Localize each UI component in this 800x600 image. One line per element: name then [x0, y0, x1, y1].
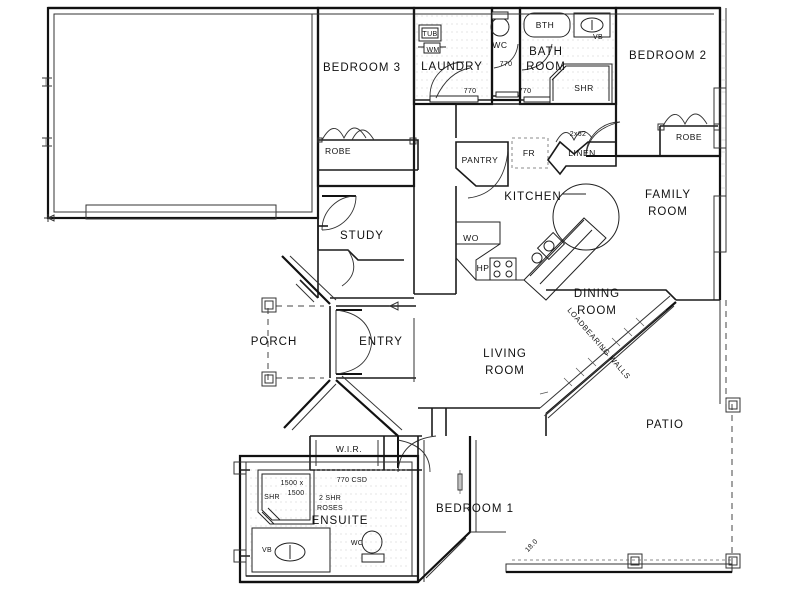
annotation-patio-edge-dim: 18.0 [524, 538, 539, 554]
fixture-label-robe-bed2: ROBE [676, 132, 702, 142]
porch-entry [261, 255, 416, 437]
dimension-door-laundry: 770 [464, 88, 477, 95]
room-label-familyroom-line1: FAMILY [645, 189, 691, 201]
fixture-labels: TUB WM WC BTH VB SHR PANTRY FR LINEN 2x6… [262, 20, 702, 554]
fixture-label-robe-bed3: ROBE [325, 146, 351, 156]
fixture-label-shower-bath: SHR [574, 83, 593, 93]
fixture-label-wc-bathroom: WC [492, 40, 507, 50]
study-room [295, 186, 404, 303]
room-label-wir: W.I.R. [336, 444, 362, 454]
room-label-ensuite: ENSUITE [312, 515, 369, 527]
fixture-label-washing-machine: WM [426, 47, 439, 54]
family-room-windows [713, 87, 727, 253]
garage-room [42, 6, 320, 222]
dimension-shower-roses-line2: ROSES [317, 505, 343, 512]
room-labels: BEDROOM 3 LAUNDRY BATH ROOM BEDROOM 2 KI… [251, 46, 707, 527]
fixture-label-hotplate: HP [477, 263, 490, 273]
room-label-bathroom-line1: BATH [529, 46, 563, 58]
bedroom1-room [240, 436, 506, 584]
room-label-patio: PATIO [646, 419, 684, 431]
bathroom-room [518, 6, 618, 106]
laundry-room [412, 6, 494, 106]
bedroom3-room [316, 6, 419, 231]
fixture-label-pantry: PANTRY [462, 155, 499, 165]
room-label-livingroom-line2: ROOM [485, 365, 525, 377]
fixture-label-tub: TUB [423, 31, 438, 38]
room-label-diningroom-line1: DINING [574, 288, 620, 300]
dimension-csd-door: 770 CSD [337, 477, 368, 484]
dimension-labels: 770 770 770 1500 x 1500 770 CSD 2 SHR RO… [281, 61, 532, 512]
room-label-familyroom-line2: ROOM [648, 206, 688, 218]
room-label-bathroom-line2: ROOM [526, 61, 566, 73]
fixture-label-wall-oven: WO [463, 233, 479, 243]
kitchen-area [455, 131, 620, 301]
room-label-bedroom2: BEDROOM 2 [629, 50, 707, 62]
dimension-shower-size-line1: 1500 x [281, 480, 304, 487]
room-label-porch: PORCH [251, 336, 298, 348]
fixture-label-fridge: FR [523, 148, 535, 158]
fixture-label-linen: LINEN [568, 148, 596, 158]
room-label-diningroom-line2: ROOM [577, 305, 617, 317]
fixture-label-wc-ensuite: WC [351, 540, 363, 547]
fixture-label-bath: BTH [536, 20, 555, 30]
fixture-label-shower-ensuite: SHR [264, 494, 280, 501]
dimension-door-bathroom: 770 [519, 88, 532, 95]
fixture-label-vanity-basin-bath: VB [593, 34, 603, 41]
ensuite-room [233, 454, 420, 584]
wc-compartment [490, 6, 522, 102]
living-room [418, 407, 540, 436]
patio-area [505, 300, 741, 574]
fixture-label-vanity-basin-ensuite: VB [262, 547, 272, 554]
loadbearing-wall-hatch [543, 309, 667, 417]
room-label-study: STUDY [340, 230, 384, 242]
room-label-entry: ENTRY [359, 336, 403, 348]
room-label-kitchen: KITCHEN [504, 191, 561, 203]
dimension-shower-size-line2: 1500 [288, 490, 305, 497]
room-label-bedroom3: BEDROOM 3 [323, 62, 401, 74]
dimension-door-wc: 770 [500, 61, 513, 68]
room-label-laundry: LAUNDRY [421, 61, 483, 73]
dimension-shower-roses-line1: 2 SHR [319, 495, 341, 502]
room-label-livingroom-line1: LIVING [483, 348, 527, 360]
fixture-label-linen-size: 2x62 [570, 131, 586, 138]
room-label-bedroom1: BEDROOM 1 [436, 503, 514, 515]
